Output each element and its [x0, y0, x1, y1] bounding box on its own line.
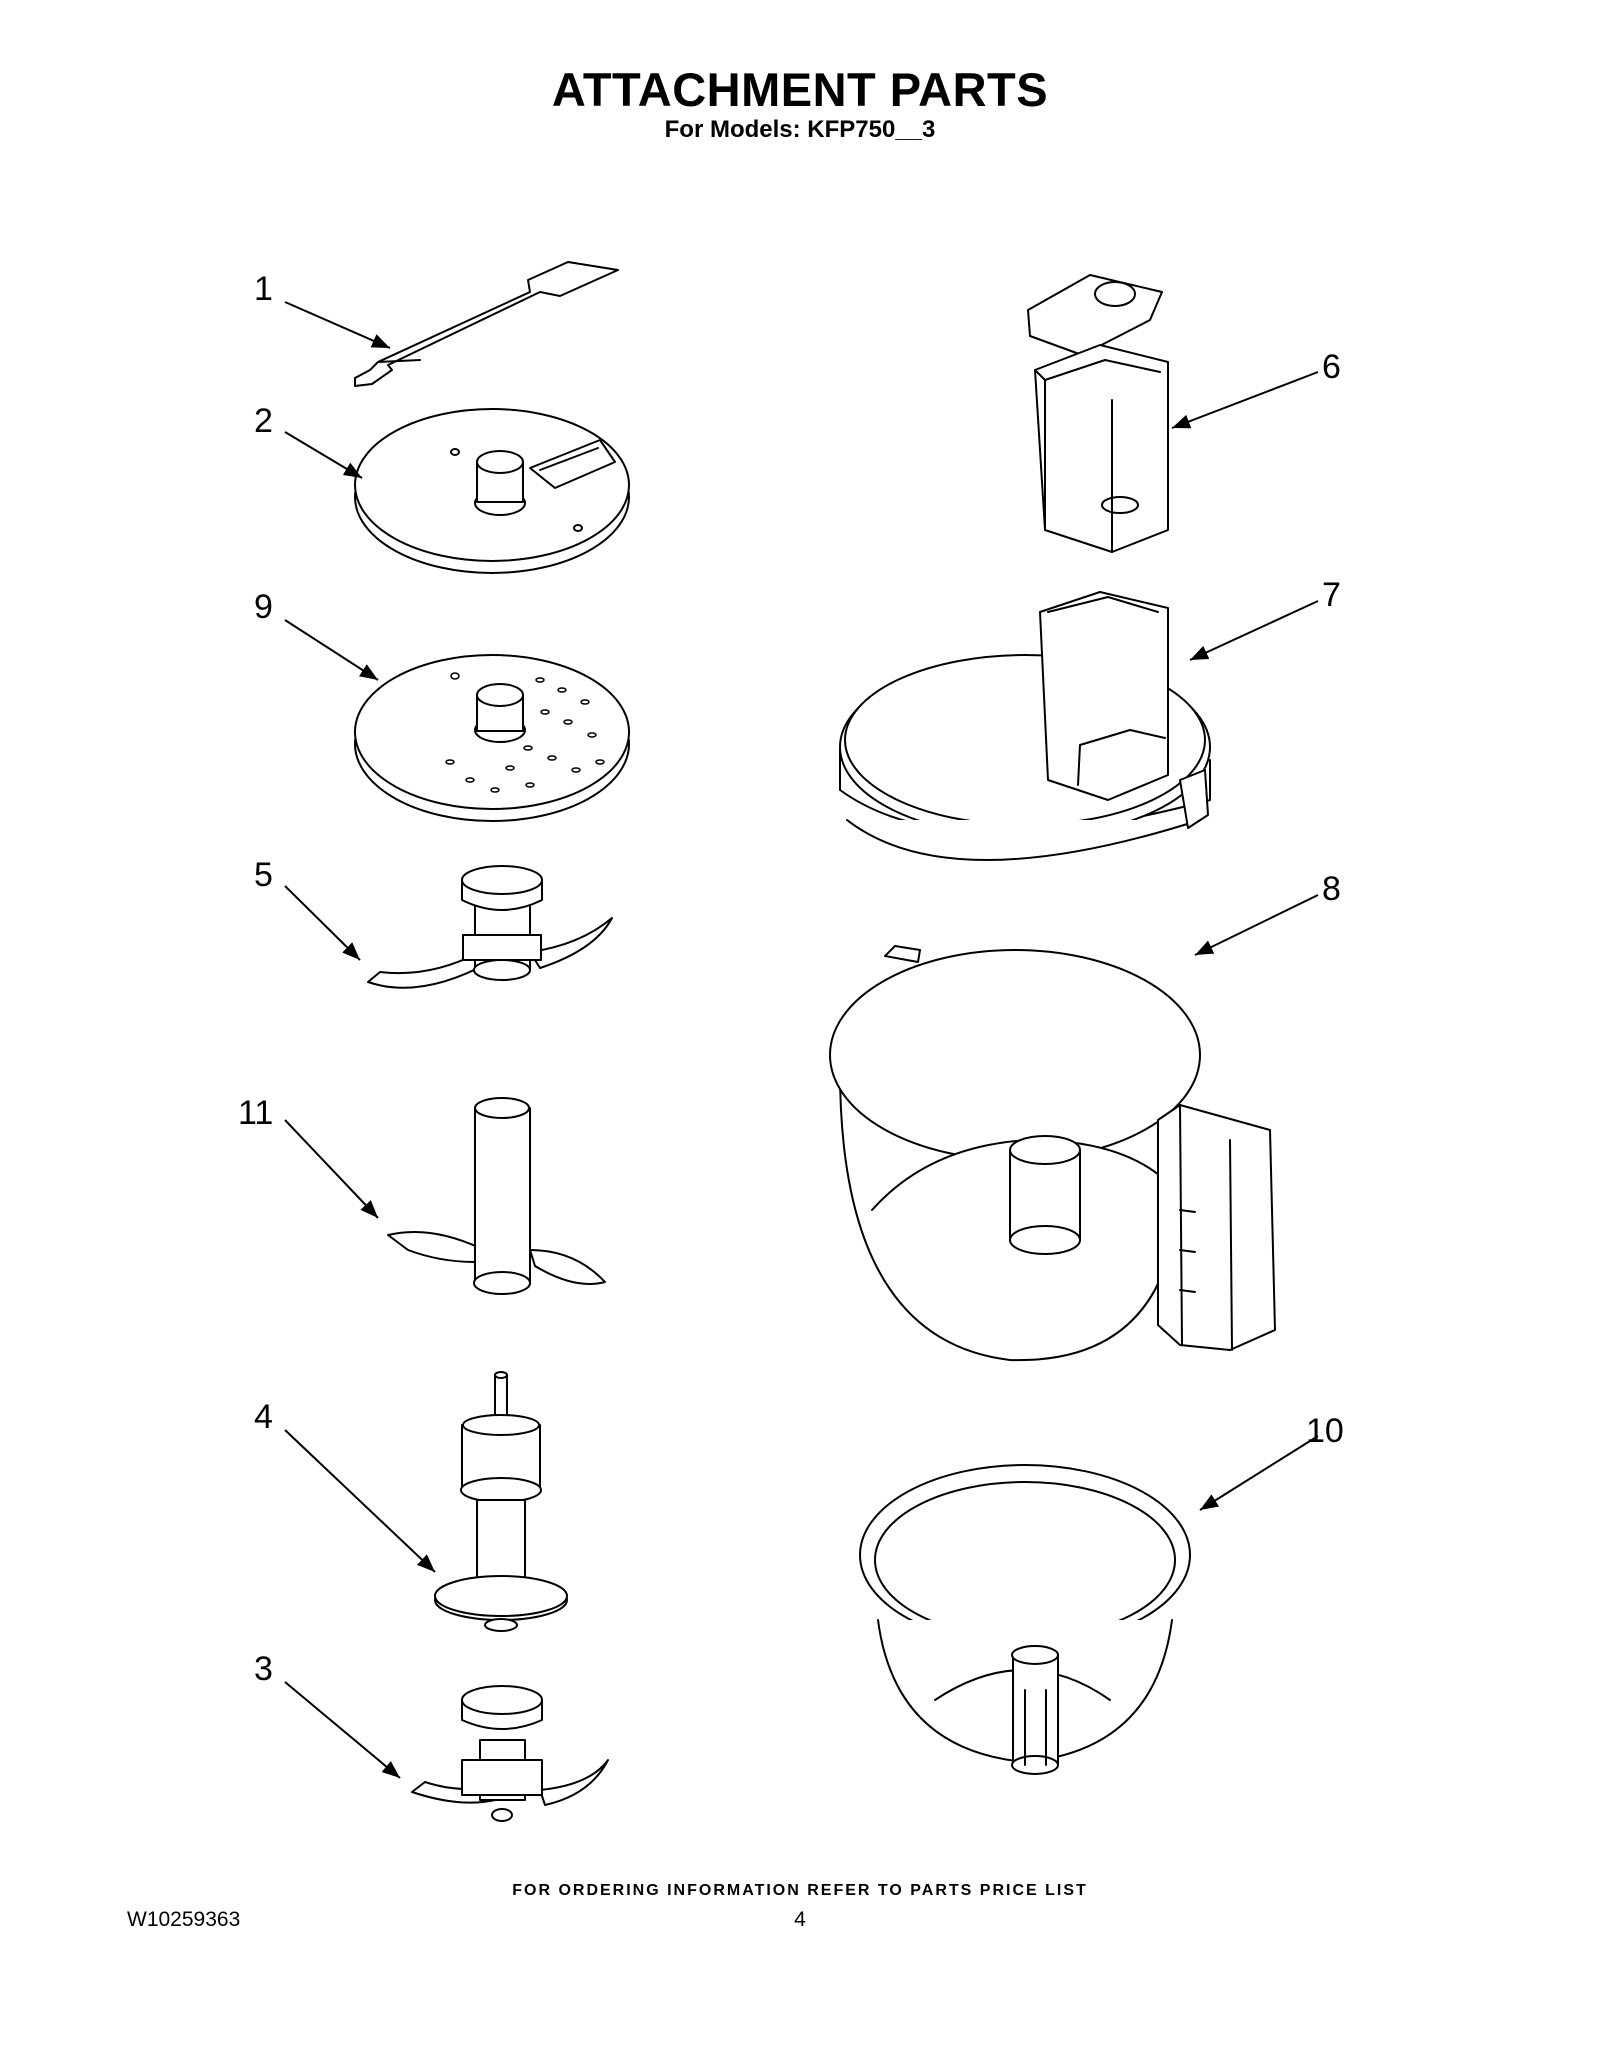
- part-7-work-bowl-cover: [839, 591, 1211, 861]
- leader-lines: [284, 301, 1319, 1779]
- part-1-spatula: [354, 261, 619, 387]
- callout-6: 6: [1322, 348, 1341, 386]
- callout-8: 8: [1322, 870, 1341, 908]
- part-9-shredding-disc: [354, 654, 630, 822]
- leader-9: [284, 619, 379, 681]
- callout-5: 5: [254, 856, 273, 894]
- leader-11: [284, 1119, 379, 1219]
- part-4-disc-stem: [434, 1371, 568, 1632]
- part-5-dough-blade: [367, 865, 613, 989]
- leader-4: [284, 1429, 436, 1573]
- part-10-mini-bowl: [859, 1464, 1191, 1775]
- callout-11: 11: [238, 1094, 273, 1132]
- leader-7: [1189, 600, 1319, 661]
- leader-3: [284, 1681, 401, 1779]
- leader-8: [1194, 894, 1319, 956]
- leader-2: [284, 431, 363, 479]
- leader-10: [1199, 1435, 1319, 1511]
- page-number: 4: [794, 1908, 806, 1931]
- callout-1: 1: [254, 270, 273, 308]
- part-2-slicing-disc: [354, 408, 630, 574]
- page-title: ATTACHMENT PARTS: [551, 63, 1049, 116]
- part-8-work-bowl: [829, 945, 1276, 1362]
- page-subtitle: For Models: KFP750__3: [664, 116, 936, 143]
- callout-10: 10: [1306, 1412, 1344, 1450]
- part-3-mini-blade: [411, 1685, 609, 1822]
- ordering-note: FOR ORDERING INFORMATION REFER TO PARTS …: [512, 1882, 1088, 1899]
- leader-6: [1171, 371, 1319, 429]
- callout-3: 3: [254, 1650, 273, 1688]
- callout-4: 4: [254, 1398, 273, 1436]
- callout-9: 9: [254, 588, 273, 626]
- callout-2: 2: [254, 402, 273, 440]
- callout-7: 7: [1322, 576, 1341, 614]
- leader-5: [284, 885, 361, 961]
- part-11-multipurpose-blade: [387, 1097, 606, 1295]
- leader-1: [284, 301, 391, 349]
- part-6-food-pusher: [1027, 274, 1169, 553]
- document-number: W10259363: [127, 1908, 241, 1931]
